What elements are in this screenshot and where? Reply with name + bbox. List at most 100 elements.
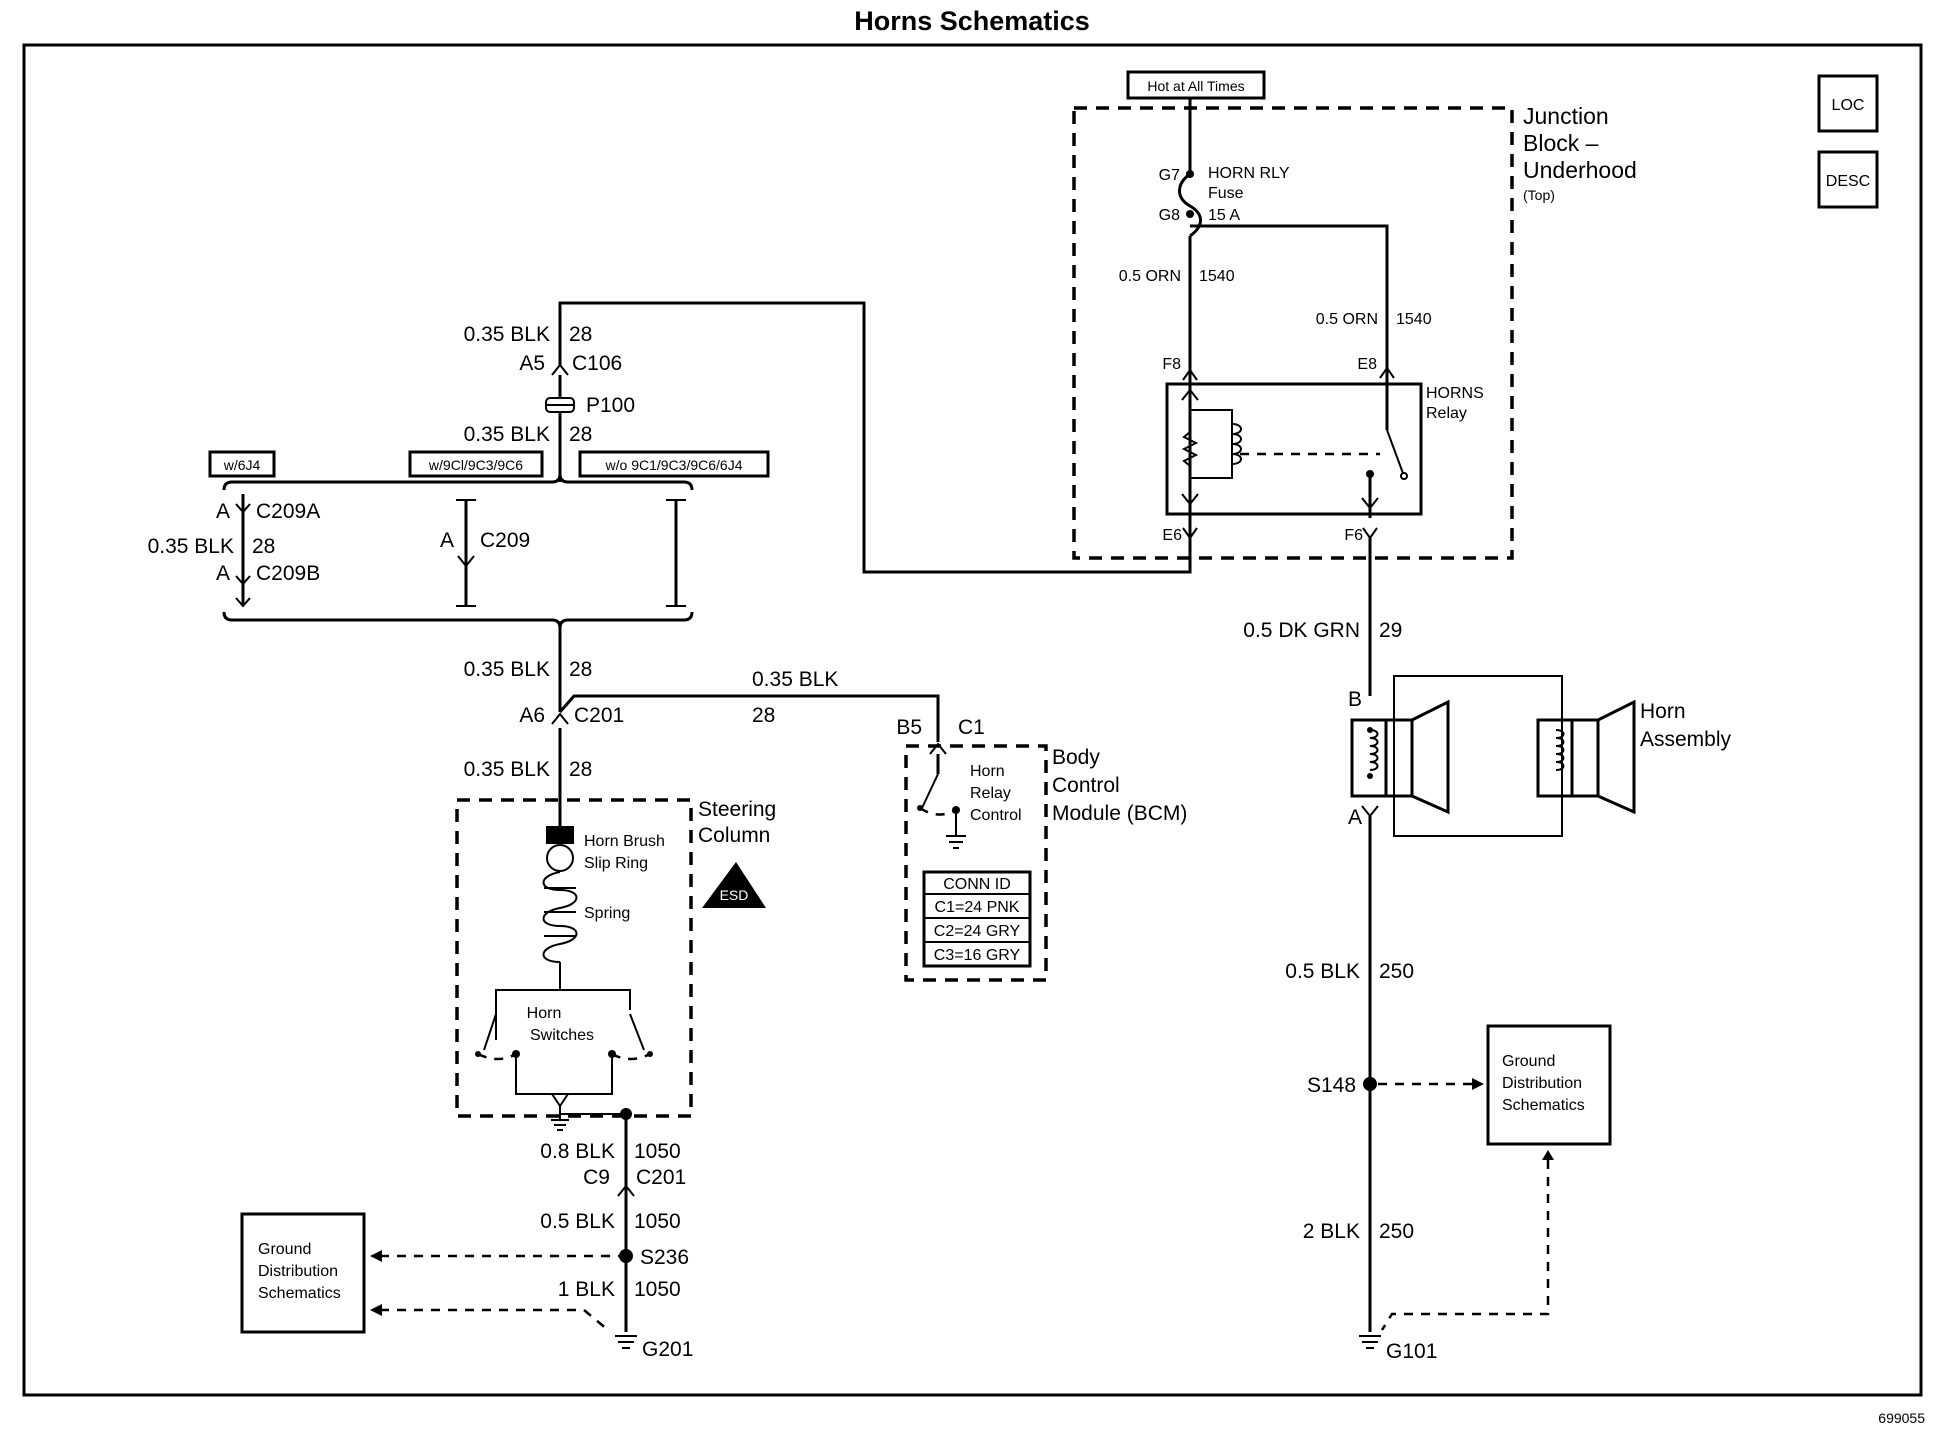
g101-wire-circuit: 250 [1379,1220,1414,1243]
bcm-control-label-3: Control [970,807,1022,824]
ground-g201-symbol [615,1335,637,1349]
loc-icon-label: LOC [1832,97,1865,114]
horn-pin-a: A [1348,806,1362,829]
ground-distribution-left[interactable]: Ground Distribution Schematics [240,1212,366,1334]
relay-control-wire [558,301,1192,574]
fuse-word: Fuse [1208,185,1244,202]
spring-label: Spring [584,905,630,922]
gd-left-line3: Schematics [258,1285,341,1302]
figure-id: 699055 [1878,1410,1925,1426]
wire-circuit-top: 28 [569,323,592,346]
c106-connector: 0.35 BLK 28 A5 C106 P100 0.35 BLK 28 [464,323,635,482]
junction-block-name-3: Underhood [1523,157,1637,183]
steering-wire-circuit: 28 [569,758,592,781]
steering-gnd-gauge: 0.8 BLK [540,1140,615,1163]
location-icon[interactable]: LOC [1817,74,1879,133]
body-control-module: B5 C1 Body Control Module (BCM) Horn Rel… [896,716,1187,982]
fuse-pin-g8: G8 [1159,207,1180,224]
fuse-wire-left-gauge: 0.5 ORN [1119,268,1181,285]
brush-label-2: Slip Ring [584,855,648,872]
junction-block: Hot at All Times Junction Block – Underh… [1072,70,1637,560]
horn-wire-gauge: 0.5 DK GRN [1243,619,1360,642]
c209b-pin: A [216,562,230,585]
desc-icon-label: DESC [1826,173,1870,190]
splice-s148 [1363,1077,1377,1091]
gd-right-line1: Ground [1502,1053,1555,1070]
esd-warning-icon: ESD [702,862,766,908]
description-icon[interactable]: DESC [1817,150,1879,209]
g201-wire-gauge: 1 BLK [558,1278,615,1301]
wire-circuit-2: 28 [569,423,592,446]
option-brace-bottom [222,611,694,629]
relay-resistor-symbol [1181,431,1199,467]
steering-wire-gauge: 0.35 BLK [464,758,550,781]
junction-block-name: Junction [1523,103,1609,129]
c201-wire-circuit: 28 [569,658,592,681]
steering-name: Steering [698,798,776,821]
switches-label: Horn [527,1005,562,1022]
splice-s236-label: S236 [640,1246,689,1269]
bcm-wire-circuit: 28 [752,704,775,727]
junction-block-sub: (Top) [1523,187,1555,203]
pin-c9: C9 [583,1166,610,1189]
gd-left-line1: Ground [258,1241,311,1258]
c209-mid-gauge: 0.35 BLK [148,535,234,558]
g201-wire-circuit: 1050 [634,1278,681,1301]
conn-id-title: CONN ID [943,876,1011,893]
gd-right-line3: Schematics [1502,1097,1585,1114]
horn-brush [546,826,574,844]
bcm-wire-gauge: 0.35 BLK [752,668,838,691]
s236-wire-circuit: 1050 [634,1210,681,1233]
g101-wire-gauge: 2 BLK [1303,1220,1360,1243]
diagram-border [22,43,1923,1397]
fuse-pin-g7: G7 [1159,167,1180,184]
horn-name-2: Assembly [1640,728,1732,751]
ground-distribution-right[interactable]: Ground Distribution Schematics [1486,1024,1612,1146]
gd-right-line2: Distribution [1502,1075,1582,1092]
pass-through-p100: P100 [586,394,635,417]
pin-f8: F8 [1162,356,1181,373]
steering-ground-symbol [551,1106,569,1131]
s236-wire-gauge: 0.5 BLK [540,1210,615,1233]
connector-c201: C201 [574,704,624,727]
pin-a5: A5 [519,352,545,375]
connector-c106: C106 [572,352,622,375]
ground-g101: G101 [1386,1340,1437,1363]
fuse-wire-right-gauge: 0.5 ORN [1316,311,1378,328]
slip-ring [546,844,574,872]
relay-coil-symbol [1231,423,1242,465]
s148-wire-circuit: 250 [1379,960,1414,983]
bcm-name: Body [1052,746,1100,769]
conn-id-row-2: C2=24 GRY [934,923,1021,940]
c209a-branch: A C209A 0.35 BLK 28 A C209B [148,494,320,608]
option-without: w/o 9C1/9C3/9C6/6J4 [605,457,743,473]
pin-e8: E8 [1357,356,1377,373]
pin-a6: A6 [519,704,545,727]
spring-symbol [542,871,578,963]
relay-word: Relay [1426,405,1467,422]
without-options-branch [666,499,686,607]
connector-c209a: C209A [256,500,320,523]
relay-name: HORNS [1426,385,1484,402]
bcm-name-3: Module (BCM) [1052,802,1187,825]
switches-label-2: Switches [530,1027,594,1044]
c209a-pin: A [216,500,230,523]
ground-g201: G201 [642,1338,693,1361]
option-brace-top [222,473,694,491]
horns-relay: HORNS Relay [1165,378,1484,520]
s148-wire-gauge: 0.5 BLK [1285,960,1360,983]
wire-gauge-2: 0.35 BLK [464,423,550,446]
bcm-name-2: Control [1052,774,1120,797]
bcm-control-label-2: Relay [970,785,1011,802]
c201-wire-gauge: 0.35 BLK [464,658,550,681]
c209-branch: A C209 [440,499,530,607]
steering-gnd-circuit: 1050 [634,1140,681,1163]
fuse-rating: 15 A [1208,207,1240,224]
wire-gauge-top: 0.35 BLK [464,323,550,346]
fuse-wire-right-circuit: 1540 [1396,311,1432,328]
brush-label: Horn Brush [584,833,665,850]
svg-text:ESD: ESD [720,887,749,903]
pin-e6: E6 [1162,527,1182,544]
gd-left-line2: Distribution [258,1263,338,1280]
